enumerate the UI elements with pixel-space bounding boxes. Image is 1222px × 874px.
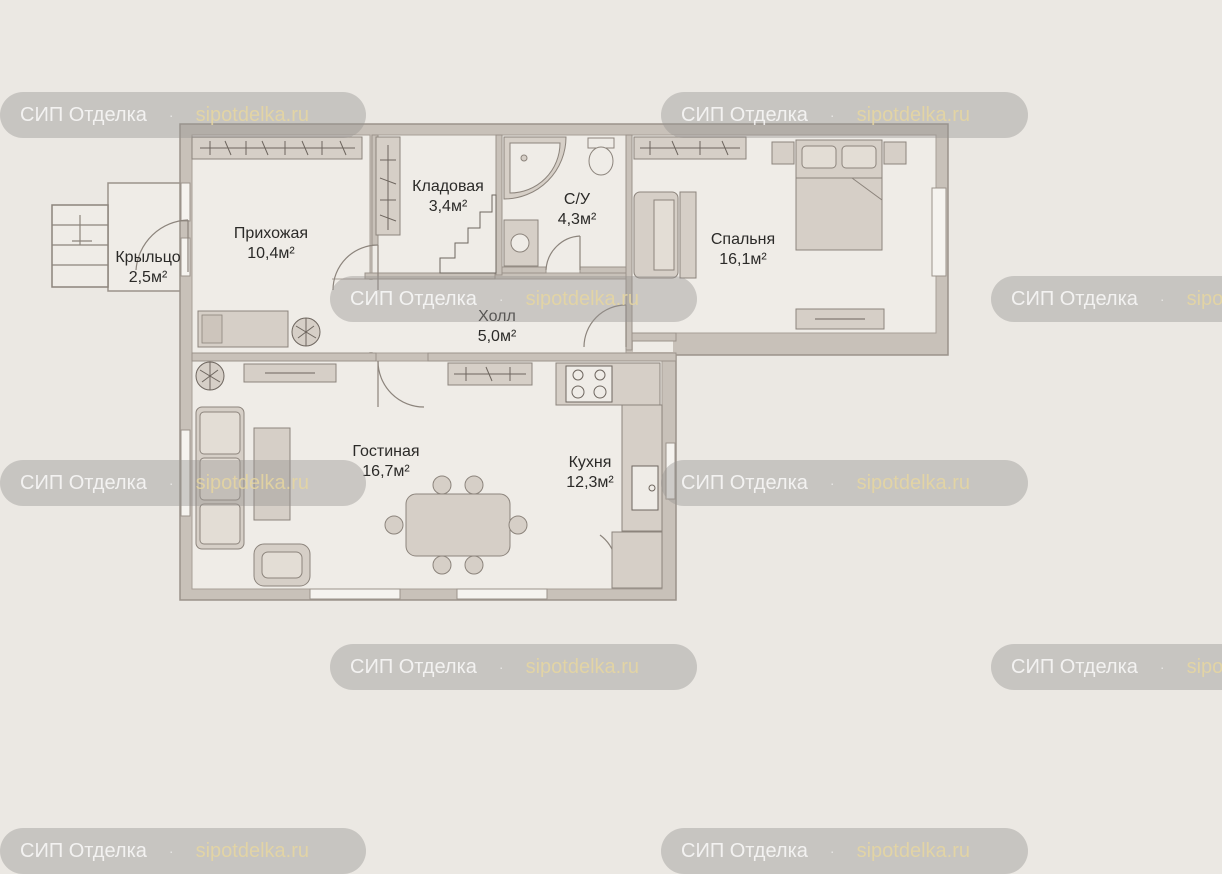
watermark: СИП Отделка·sipotdelka.ru	[330, 276, 697, 322]
watermark: СИП Отделка·sipotdelka.ru	[661, 92, 1028, 138]
living-plant	[195, 361, 225, 391]
bedroom-sofa	[633, 191, 697, 279]
pantry-stairs	[439, 194, 497, 274]
living-shelf	[243, 363, 337, 383]
hallway-plant	[291, 317, 321, 347]
bedroom-dresser	[795, 308, 885, 330]
watermark: СИП Отделка·sipotdelka.ru	[0, 460, 366, 506]
watermark: СИП Отделка·sipotdelka.ru	[0, 92, 366, 138]
porch	[51, 182, 189, 292]
watermark: СИП Отделка·sipotdelka.ru	[330, 644, 697, 690]
armchair	[253, 543, 311, 587]
dining-table	[384, 475, 528, 575]
bedroom-wardrobe	[633, 136, 747, 160]
shower-cabin	[503, 136, 567, 200]
watermark: СИП Отделка·sipotdelka.ru	[991, 276, 1222, 322]
washbasin	[503, 219, 539, 267]
stove	[565, 365, 613, 403]
watermark: СИП Отделка·sipotdelka.ru	[661, 460, 1028, 506]
watermark: СИП Отделка·sipotdelka.ru	[661, 828, 1028, 874]
hall-wardrobe	[447, 362, 533, 386]
watermark: СИП Отделка·sipotdelka.ru	[0, 828, 366, 874]
sofa	[195, 406, 245, 550]
watermark: СИП Отделка·sipotdelka.ru	[991, 644, 1222, 690]
bed	[771, 139, 907, 251]
toilet	[587, 137, 615, 176]
kitchen-sink	[631, 465, 659, 511]
coffee-table	[253, 427, 291, 521]
